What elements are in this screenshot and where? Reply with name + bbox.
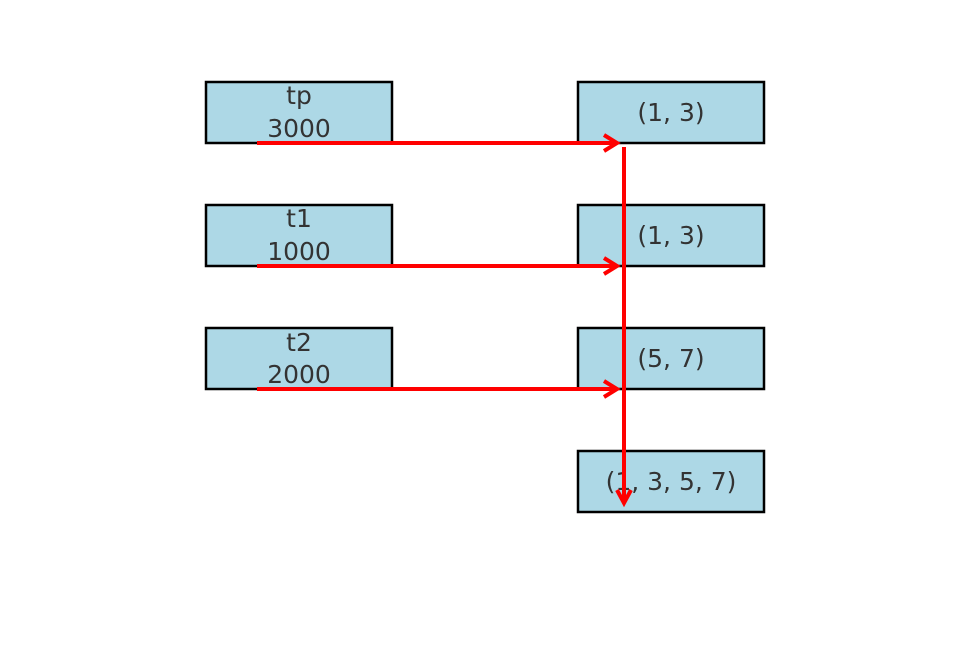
arrow-merge-head (615, 489, 633, 508)
arrow-t2-head (602, 379, 621, 399)
right-box-3-rect (576, 326, 766, 391)
arrow-tp-to-right-1 (257, 133, 621, 153)
right-box-1: (1, 3) (576, 80, 766, 145)
left-box-tp-rect (204, 80, 394, 145)
right-box-1-label: (1, 3) (637, 98, 704, 127)
arrow-t2-to-right-3 (257, 379, 621, 399)
right-box-2-rect (576, 203, 766, 268)
arrow-t1-head (602, 256, 621, 276)
left-box-t1-value: 1000 (267, 237, 331, 266)
right-box-4: (1, 3, 5, 7) (576, 449, 766, 514)
right-box-2-label: (1, 3) (637, 221, 704, 250)
right-box-4-label: (1, 3, 5, 7) (606, 467, 737, 496)
left-box-t2-name: t2 (286, 328, 312, 357)
arrow-t1-to-right-2 (257, 256, 621, 276)
left-box-t1-name: t1 (286, 204, 312, 233)
left-box-t2-value: 2000 (267, 360, 331, 389)
right-box-3-label: (5, 7) (637, 344, 704, 373)
right-box-1-rect (576, 80, 766, 145)
left-box-tp-name: tp (286, 81, 312, 110)
left-box-tp-value: 3000 (267, 114, 331, 143)
left-box-t1: t1 1000 (204, 203, 394, 268)
right-box-2: (1, 3) (576, 203, 766, 268)
right-box-3: (5, 7) (576, 326, 766, 391)
arrow-tp-head (602, 133, 621, 153)
left-box-t2: t2 2000 (204, 326, 394, 391)
arrow-merge-down (615, 147, 633, 508)
left-box-tp: tp 3000 (204, 80, 394, 145)
left-box-t1-rect (204, 203, 394, 268)
right-box-4-rect (576, 449, 766, 514)
